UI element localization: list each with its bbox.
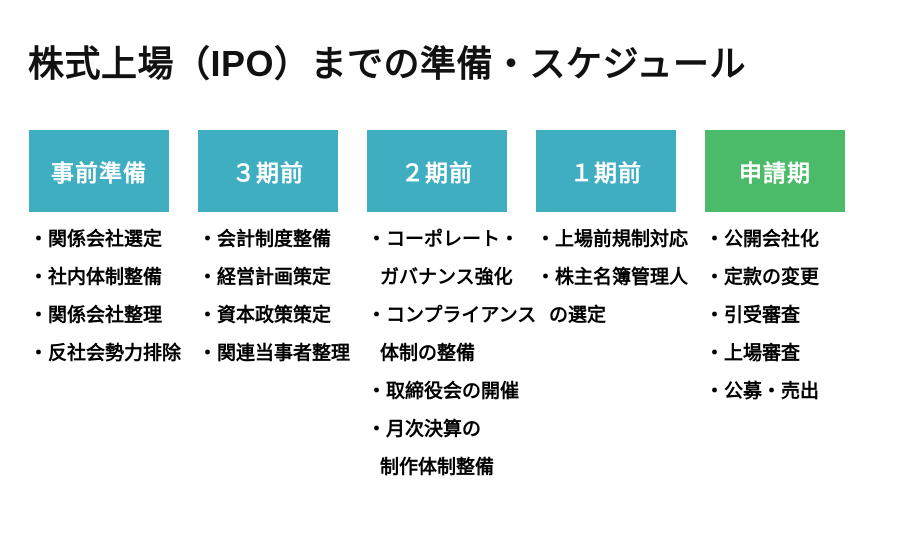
column-task-list: ・会計制度整備・経営計画策定・資本政策策定・関連当事者整理 [198,221,351,373]
task-line: ・関係会社整理 [29,305,163,326]
task-line: ・資本政策策定 [198,305,332,326]
task-line: ・公開会社化 [705,229,820,250]
task-line: ・社内体制整備 [29,267,163,288]
task-line: ガバナンス強化 [380,267,513,288]
column-header: １期前 [536,130,676,212]
task-line: ・月次決算の [367,419,482,440]
column-task-list: ・コーポレート・ガバナンス強化・コンプライアンス体制の整備・取締役会の開催・月次… [367,221,537,487]
column-header: ２期前 [367,130,507,212]
task-line: ・会計制度整備 [198,229,332,250]
column-header: 申請期 [705,130,845,212]
page-title: 株式上場（IPO）までの準備・スケジュール [28,43,746,84]
task-line: ・公募・売出 [705,381,820,402]
task-line: ・株主名簿管理人 [536,267,689,288]
schedule-column: ３期前 ・会計制度整備・経営計画策定・資本政策策定・関連当事者整理 [198,130,351,487]
task-line: ・関連当事者整理 [198,343,351,364]
task-line: 制作体制整備 [380,457,495,478]
task-line: ・反社会勢力排除 [29,343,182,364]
task-line: ・上場審査 [705,343,801,364]
schedule-column: 申請期 ・公開会社化・定款の変更・引受審査・上場審査・公募・売出 [705,130,845,487]
schedule-column: １期前 ・上場前規制対応・株主名簿管理人の選定 [536,130,689,487]
task-line: 体制の整備 [380,343,476,364]
task-line: ・コーポレート・ [367,229,520,250]
task-line: ・関係会社選定 [29,229,163,250]
column-task-list: ・関係会社選定・社内体制整備・関係会社整理・反社会勢力排除 [29,221,182,373]
column-header: ３期前 [198,130,338,212]
schedule-column: ２期前 ・コーポレート・ガバナンス強化・コンプライアンス体制の整備・取締役会の開… [367,130,537,487]
task-line: の選定 [549,305,607,326]
schedule-columns: 事前準備 ・関係会社選定・社内体制整備・関係会社整理・反社会勢力排除 ３期前 ・… [29,130,845,487]
task-line: ・経営計画策定 [198,267,332,288]
column-task-list: ・公開会社化・定款の変更・引受審査・上場審査・公募・売出 [705,221,845,411]
task-line: ・取締役会の開催 [367,381,520,402]
column-header: 事前準備 [29,130,169,212]
task-line: ・上場前規制対応 [536,229,689,250]
column-task-list: ・上場前規制対応・株主名簿管理人の選定 [536,221,689,335]
task-line: ・コンプライアンス [367,305,537,326]
task-line: ・引受審査 [705,305,801,326]
task-line: ・定款の変更 [705,267,820,288]
schedule-column: 事前準備 ・関係会社選定・社内体制整備・関係会社整理・反社会勢力排除 [29,130,182,487]
